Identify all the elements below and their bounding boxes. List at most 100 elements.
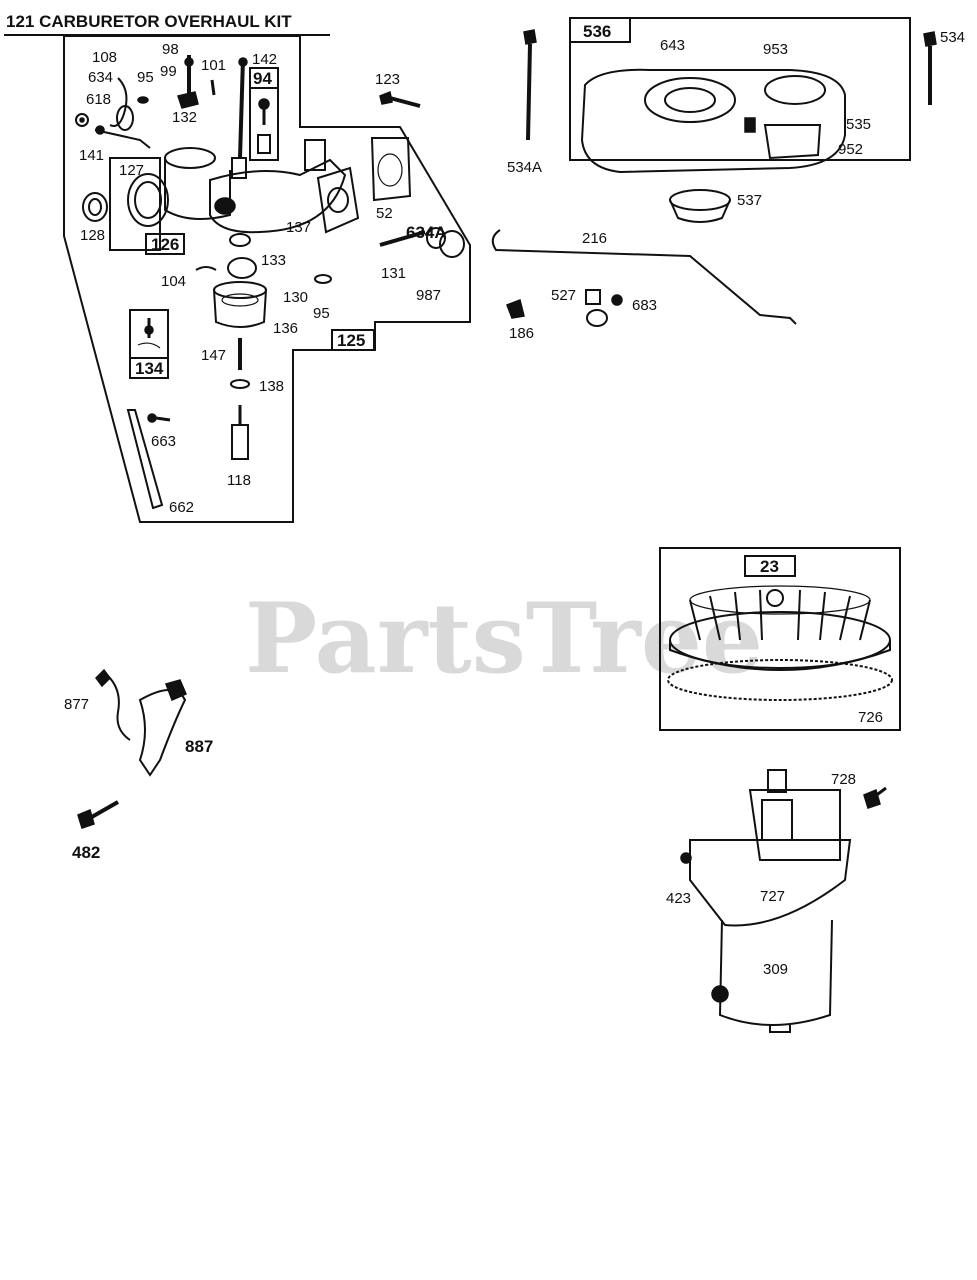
group-536-box [569, 17, 631, 43]
label-618: 618 [86, 91, 111, 108]
label-727: 727 [760, 888, 785, 905]
intake-137-icon [304, 139, 360, 234]
label-99: 99 [160, 63, 177, 80]
label-728: 728 [831, 771, 856, 788]
label-987: 987 [416, 287, 441, 304]
group-134-label: 134 [135, 359, 164, 378]
carburetor-group-outline [63, 35, 471, 523]
label-118: 118 [227, 472, 251, 489]
label-726: 726 [858, 709, 883, 726]
seal-537-icon [669, 189, 731, 223]
label-95a: 95 [137, 69, 154, 86]
bolt-534A-icon [523, 29, 537, 141]
bolt-482-icon [77, 800, 119, 829]
diagram-title: 121 CARBURETOR OVERHAUL KIT [6, 12, 292, 31]
float-133-icon [227, 257, 257, 279]
valve-118-icon [231, 405, 249, 460]
label-534: 534 [940, 29, 965, 46]
label-128: 128 [80, 227, 105, 244]
gasket-52-icon [370, 137, 412, 202]
spring-104-icon [195, 266, 217, 271]
label-634: 634 [88, 69, 113, 86]
bolt-423-icon [680, 852, 692, 864]
air-cleaner-base-icon [580, 68, 846, 174]
rod-142-icon [238, 57, 248, 159]
needle-134-icon [137, 318, 161, 349]
label-186: 186 [509, 325, 534, 342]
group-125-box [331, 329, 375, 351]
washer-95-icon [137, 96, 149, 104]
clamp-527-icon [585, 289, 623, 327]
throttle-lever-108-icon [109, 77, 134, 131]
label-136: 136 [273, 320, 298, 337]
label-127: 127 [119, 162, 144, 179]
screw-663-icon [147, 413, 171, 423]
group-126-box [145, 233, 185, 255]
carb-body-group-outline [109, 157, 161, 251]
label-104: 104 [161, 273, 186, 290]
label-142: 142 [252, 51, 277, 68]
group-23-label: 23 [760, 557, 779, 576]
label-877: 877 [64, 696, 89, 713]
label-216: 216 [582, 230, 607, 247]
pin-101-icon [210, 79, 216, 96]
label-133: 133 [261, 252, 286, 269]
link-rod-216-icon [491, 229, 797, 325]
group-23-box [744, 555, 796, 577]
seal-128-icon [82, 192, 108, 222]
watermark: PartsTree [245, 582, 763, 695]
label-527: 527 [551, 287, 576, 304]
group-536-label: 536 [583, 22, 611, 41]
bracket-662-icon [126, 409, 164, 510]
label-662: 662 [169, 499, 194, 516]
label-147: 147 [201, 347, 226, 364]
ignition-coil-icon [95, 668, 187, 777]
group-126-label: 126 [151, 235, 179, 254]
bolt-123-icon [379, 90, 421, 108]
label-534A: 534A [507, 159, 542, 176]
label-141: 141 [79, 147, 104, 164]
screw-98-99-icon [184, 55, 194, 95]
label-683: 683 [632, 297, 657, 314]
group-94-box [249, 67, 279, 89]
fitting-186-icon [506, 298, 525, 319]
flywheel-icon [667, 585, 893, 701]
screw-131-icon [379, 227, 465, 258]
air-filter-group-outline [569, 17, 911, 161]
label-123: 123 [375, 71, 400, 88]
carburetor-body-127-icon [127, 147, 347, 247]
washer-130-icon [314, 274, 332, 284]
group-134-box [129, 357, 169, 379]
label-130: 130 [283, 289, 308, 306]
screw-94-icon [257, 98, 271, 154]
label-482: 482 [72, 843, 100, 862]
group-125-label: 125 [337, 331, 365, 350]
label-952: 952 [838, 141, 863, 158]
label-131: 131 [381, 265, 406, 282]
starter-motor-icon [689, 769, 852, 1033]
label-132: 132 [172, 109, 197, 126]
label-663: 663 [151, 433, 176, 450]
label-309: 309 [763, 961, 788, 978]
link-141-icon [94, 125, 151, 149]
label-634A: 634A [406, 223, 447, 242]
washer-138-icon [230, 379, 250, 389]
label-52: 52 [376, 205, 393, 222]
flywheel-group-outline [659, 547, 901, 731]
throttle-shaft-132-icon [177, 91, 199, 109]
bolt-728-icon [863, 786, 887, 809]
label-101: 101 [201, 57, 226, 74]
label-108: 108 [92, 49, 117, 66]
bowl-136-icon [213, 281, 267, 328]
label-537: 537 [737, 192, 762, 209]
label-423: 423 [666, 890, 691, 907]
bolt-534-icon [923, 31, 937, 105]
label-643: 643 [660, 37, 685, 54]
label-138: 138 [259, 378, 284, 395]
label-953: 953 [763, 41, 788, 58]
label-535: 535 [846, 116, 871, 133]
label-887: 887 [185, 737, 213, 756]
spring-618-icon [75, 113, 89, 127]
group-94-label: 94 [253, 69, 272, 88]
